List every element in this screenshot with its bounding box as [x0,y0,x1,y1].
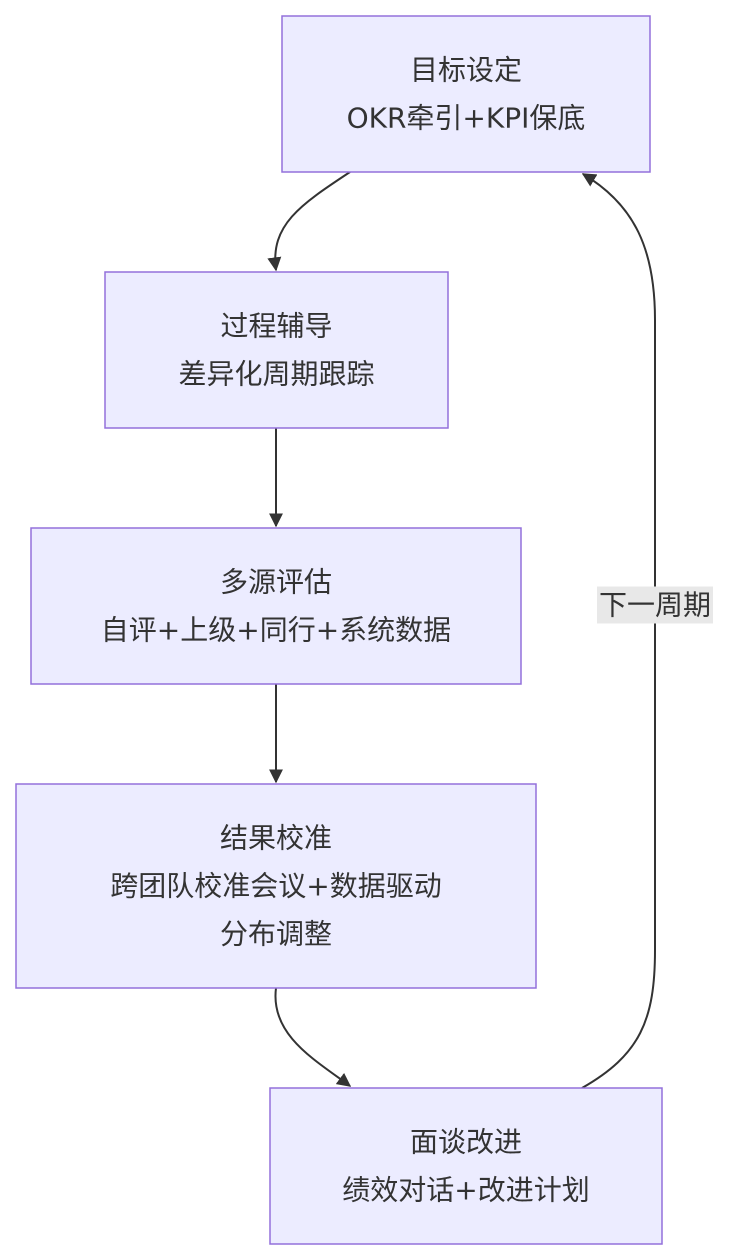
node-title: 多源评估 [220,566,332,599]
node-box [15,783,537,989]
node-description-line: 差异化周期跟踪 [178,358,374,391]
node-box [281,15,651,173]
edge-label-background [596,586,714,624]
node-title: 结果校准 [220,822,332,855]
edge-goal-to-coach [267,171,351,272]
node-box [104,271,449,429]
node-box [30,527,522,685]
nodes-layer: 目标设定 OKR牵引+KPI保底过程辅导差异化周期跟踪多源评估自评+上级+同行+系… [15,15,663,1245]
node-goal: 目标设定 OKR牵引+KPI保底 [281,15,651,173]
node-title: 面谈改进 [410,1126,522,1159]
node-description-line: 绩效对话+改进计划 [342,1174,589,1207]
edge-calib-to-talk [274,987,352,1087]
edge-line [267,171,351,272]
node-description-line: 跨团队校准会议+数据驱动 [110,870,441,903]
edge-line [274,987,352,1087]
edge-talk-to-goal: 下一周期 [581,173,714,1089]
edge-line [581,173,656,1089]
node-title: 目标设定 [410,54,522,87]
node-description-line: 分布调整 [220,918,332,951]
node-title: 过程辅导 [220,310,332,343]
node-box [269,1087,663,1245]
node-description-line: OKR牵引+KPI保底 [347,102,586,135]
edge-label: 下一周期 [599,589,711,622]
node-description-line: 自评+上级+同行+系统数据 [101,614,451,647]
edges-layer: 下一周期 [267,171,714,1089]
